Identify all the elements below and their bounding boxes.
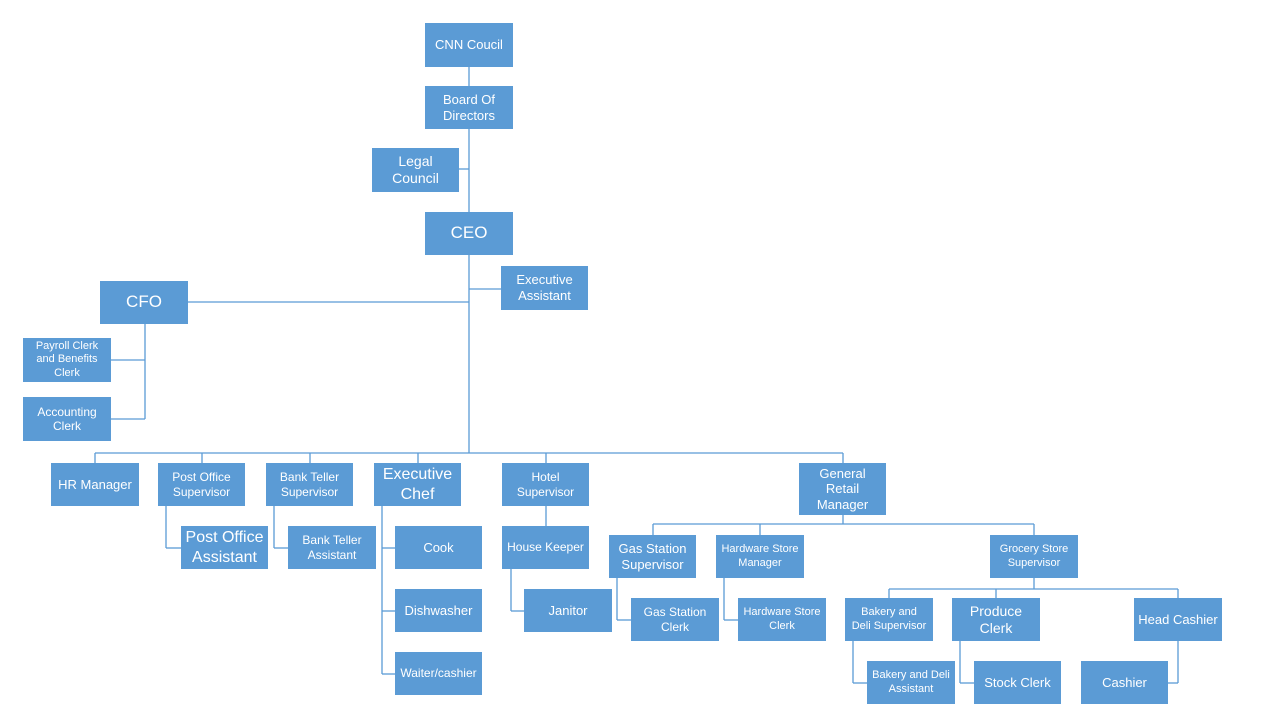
node-accounting-clerk: Accounting Clerk — [23, 397, 111, 441]
node-gas-station-clerk: Gas Station Clerk — [631, 598, 719, 641]
node-board-of-directors: Board Of Directors — [425, 86, 513, 129]
node-general-retail-manager: General Retail Manager — [799, 463, 886, 515]
node-legal-council: Legal Council — [372, 148, 459, 192]
node-payroll-clerk: Payroll Clerk and Benefits Clerk — [23, 338, 111, 382]
node-stock-clerk: Stock Clerk — [974, 661, 1061, 704]
node-cashier: Cashier — [1081, 661, 1168, 704]
node-grocery-store-supervisor: Grocery Store Supervisor — [990, 535, 1078, 578]
node-head-cashier: Head Cashier — [1134, 598, 1222, 641]
node-bakery-deli-assistant: Bakery and Deli Assistant — [867, 661, 955, 704]
node-house-keeper: House Keeper — [502, 526, 589, 569]
node-gas-station-supervisor: Gas Station Supervisor — [609, 535, 696, 578]
node-executive-chef: Executive Chef — [374, 463, 461, 506]
node-cnn-council: CNN Coucil — [425, 23, 513, 67]
node-cook: Cook — [395, 526, 482, 569]
node-janitor: Janitor — [524, 589, 612, 632]
node-hr-manager: HR Manager — [51, 463, 139, 506]
node-cfo: CFO — [100, 281, 188, 324]
node-dishwasher: Dishwasher — [395, 589, 482, 632]
node-ceo: CEO — [425, 212, 513, 255]
node-bank-teller-assistant: Bank Teller Assistant — [288, 526, 376, 569]
node-hardware-store-clerk: Hardware Store Clerk — [738, 598, 826, 641]
node-post-office-supervisor: Post Office Supervisor — [158, 463, 245, 506]
node-bank-teller-supervisor: Bank Teller Supervisor — [266, 463, 353, 506]
node-executive-assistant: Executive Assistant — [501, 266, 588, 310]
node-hardware-store-manager: Hardware Store Manager — [716, 535, 804, 578]
node-bakery-deli-supervisor: Bakery and Deli Supervisor — [845, 598, 933, 641]
node-hotel-supervisor: Hotel Supervisor — [502, 463, 589, 506]
node-produce-clerk: Produce Clerk — [952, 598, 1040, 641]
node-waiter-cashier: Waiter/cashier — [395, 652, 482, 695]
node-post-office-assistant: Post Office Assistant — [181, 526, 268, 569]
